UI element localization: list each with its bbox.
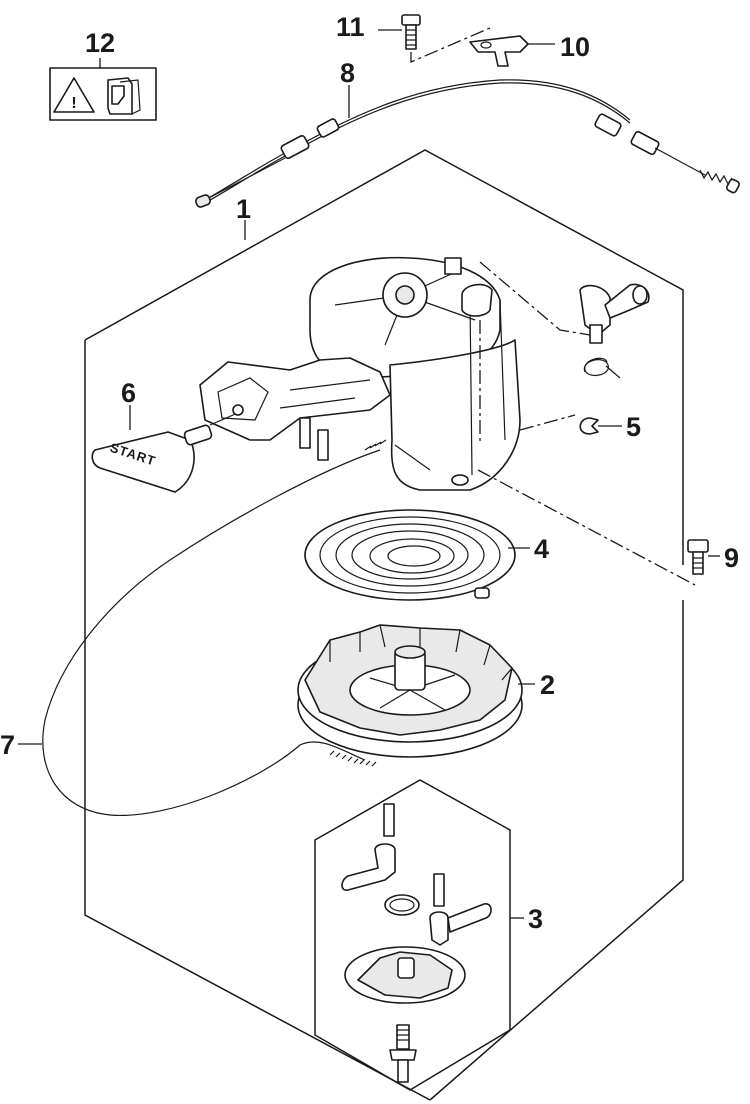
stopper-lever xyxy=(579,283,650,344)
starter-rope-7 xyxy=(42,439,387,817)
callout-6: 6 xyxy=(121,378,136,408)
warning-triangle-icon xyxy=(53,77,95,113)
callout-4: 4 xyxy=(534,534,549,564)
spiral-spring-4 xyxy=(304,509,516,601)
read-manual-icon xyxy=(107,77,141,115)
bolt-11 xyxy=(401,14,421,50)
callout-8: 8 xyxy=(340,58,355,88)
pawl-parts xyxy=(341,803,492,1083)
throttle-cable xyxy=(195,79,740,208)
cable-end-spring xyxy=(699,169,740,194)
callout-12: 12 xyxy=(85,28,115,58)
bolt-9 xyxy=(687,539,709,575)
pawl-subassembly-frame xyxy=(314,779,511,1091)
rope-reel-2 xyxy=(297,624,523,767)
callout-5: 5 xyxy=(626,412,641,442)
warning-label-12: ! xyxy=(49,67,157,121)
callout-10: 10 xyxy=(560,32,590,62)
leader-lines xyxy=(18,29,720,919)
callout-9: 9 xyxy=(724,543,739,573)
callout-labels: 12 11 10 8 1 6 5 4 9 2 7 3 xyxy=(0,12,739,934)
callout-1: 1 xyxy=(236,194,251,224)
callout-3: 3 xyxy=(528,904,543,934)
callout-2: 2 xyxy=(540,670,555,700)
torsion-spring xyxy=(583,357,621,379)
callout-7: 7 xyxy=(0,730,15,760)
assembly-frame-1 xyxy=(84,149,684,1101)
svg-text:!: ! xyxy=(71,95,76,112)
start-handle-6: START xyxy=(91,404,244,493)
callout-11: 11 xyxy=(336,12,365,42)
e-clip-5 xyxy=(579,417,599,435)
bracket-10 xyxy=(469,35,529,67)
starter-case xyxy=(199,256,521,491)
guide-knob xyxy=(461,283,493,317)
